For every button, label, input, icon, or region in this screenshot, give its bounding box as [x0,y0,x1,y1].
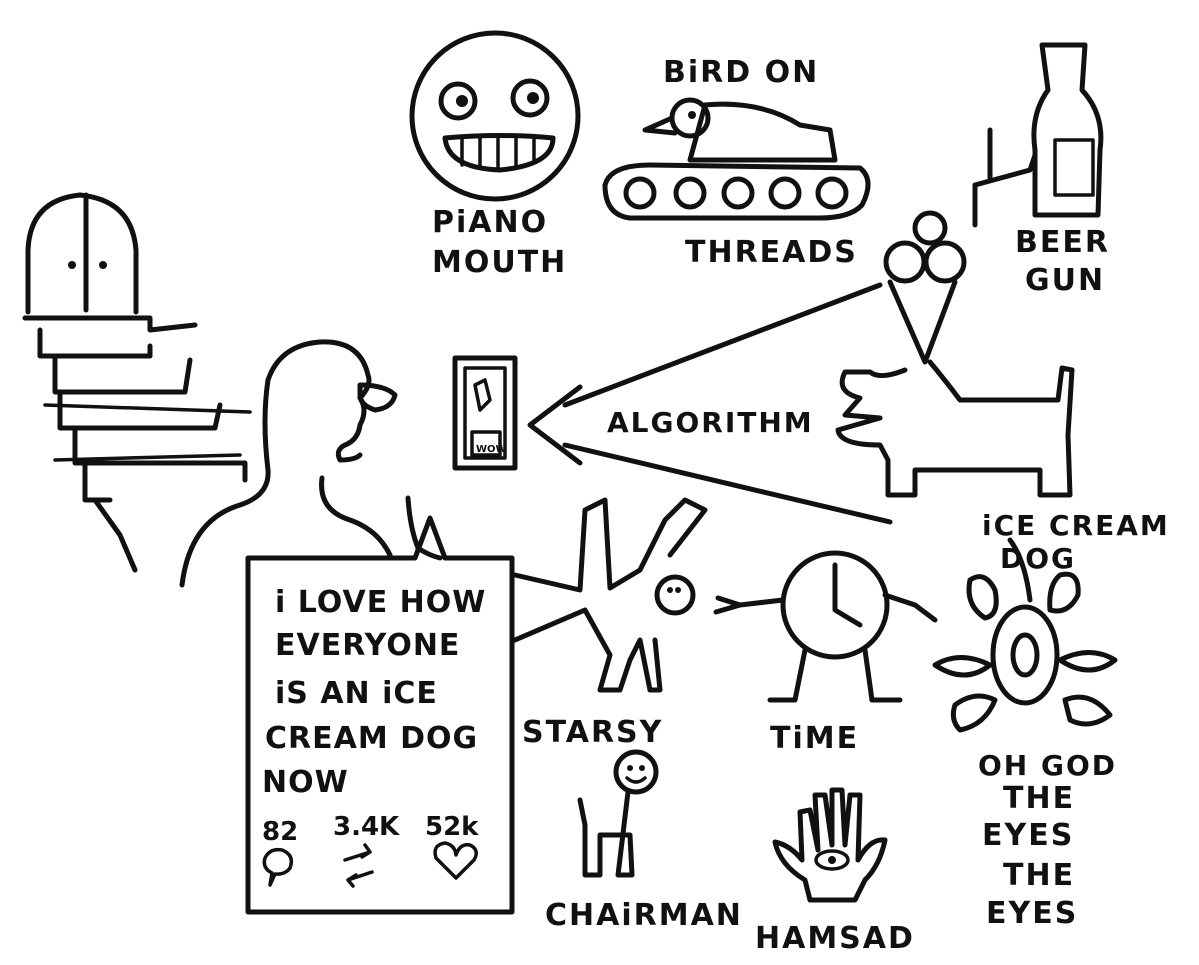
ice-cream-dog-label-2: DOG [1000,542,1076,575]
post-line-1: i LOVE HOW [275,585,486,620]
frame-text: WOW [476,444,507,455]
bird-label-2: THREADS [685,235,858,270]
person-drawing [179,339,443,588]
post-card: i LOVE HOW EVERYONE iS AN iCE CREAM DOG … [245,515,515,915]
starsy-label: STARSY [522,715,663,750]
eyes-label-2: THE [1003,781,1075,816]
picture-frame-drawing: WOW [452,355,518,471]
piano-mouth-drawing: PiANO MOUTH [409,30,581,280]
piano-mouth-label-2: MOUTH [432,245,567,280]
time-drawing: TiME [713,550,938,756]
heart-icon[interactable] [433,841,478,880]
reply-count: 82 [262,817,298,847]
bird-label-1: BiRD ON [663,55,819,90]
like-count: 52k [425,812,479,842]
eyes-label-4: THE [1003,858,1075,893]
ice-cream-dog-drawing: iCE CREAM DOG [835,210,1170,575]
staircase-door-drawing [22,192,252,573]
beer-label-1: BEER [1015,225,1110,260]
chairman-drawing: CHAiRMAN [545,749,743,933]
post-line-3: iS AN iCE [275,676,438,711]
repost-count: 3.4K [333,812,400,842]
piano-mouth-label-1: PiANO [432,205,548,240]
ice-cream-dog-label-1: iCE CREAM [982,509,1170,542]
eyes-label-1: OH GOD [978,749,1117,782]
eyes-label-5: EYES [986,896,1078,931]
post-line-2: EVERYONE [275,628,460,663]
reply-icon[interactable] [262,847,294,887]
post-line-5: NOW [262,765,349,800]
hamsad-label: HAMSAD [755,921,915,956]
beer-gun-drawing: BEER GUN [972,42,1110,298]
post-line-4: CREAM DOG [265,721,478,756]
bird-on-threads-drawing: BiRD ON THREADS [602,55,871,270]
time-label: TiME [770,721,859,756]
beer-label-2: GUN [1025,263,1105,298]
hamsad-drawing: HAMSAD [755,787,915,956]
algorithm-label: ALGORITHM [607,406,814,439]
algorithm-arrow: ALGORITHM [527,282,893,525]
chairman-label: CHAiRMAN [545,898,743,933]
eyes-label-3: EYES [982,818,1074,853]
starsy-drawing: STARSY [512,497,708,750]
eyes-creature-drawing: OH GOD THE EYES THE EYES [932,537,1118,931]
repost-icon[interactable] [343,843,374,888]
